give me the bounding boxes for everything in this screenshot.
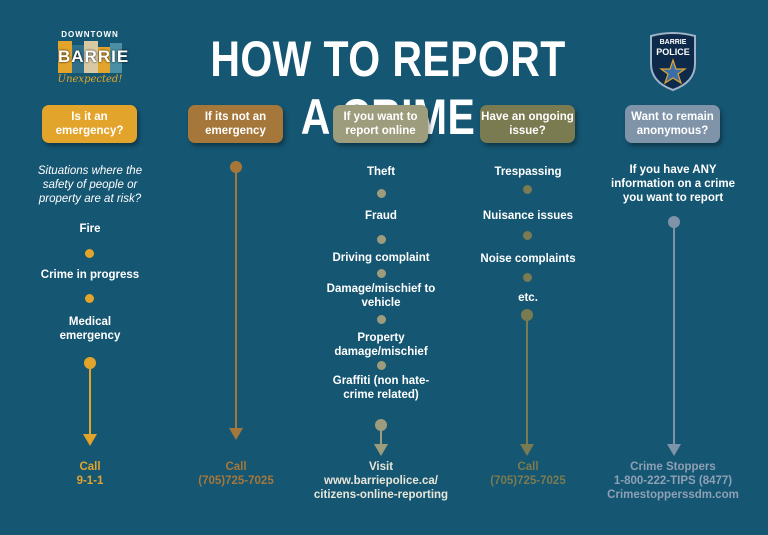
badge-word: POLICE [656, 47, 690, 57]
header-emergency: Is it an emergency? [42, 105, 137, 143]
flow-start-dot [521, 309, 533, 321]
arrow-down-icon [667, 444, 681, 456]
online-item-driving: Driving complaint [332, 252, 430, 264]
online-item-theft: Theft [366, 166, 396, 178]
flow-start-dot [84, 357, 96, 369]
list-dot [377, 189, 386, 198]
anonymous-intro: If you have ANY information on a crime y… [611, 164, 735, 204]
anonymous-footer: Crime Stoppers 1-800-222-TIPS (8477) Cri… [600, 460, 746, 502]
list-dot [523, 273, 532, 282]
list-dot [85, 294, 94, 303]
header-online: If you want to report online [333, 105, 428, 143]
flow-line [235, 172, 237, 428]
arrow-down-icon [520, 444, 534, 456]
ongoing-item-trespassing: Trespassing [494, 166, 562, 178]
logo-tagline: Unexpected! [57, 74, 123, 85]
list-dot [523, 231, 532, 240]
police-badge: BARRIE POLICE [647, 30, 699, 92]
logo-blocks: BARRIE [58, 41, 130, 73]
flow-line [673, 227, 675, 444]
list-dot [377, 235, 386, 244]
logo-top-text: DOWNTOWN [61, 30, 119, 39]
badge-top-text: BARRIE [660, 39, 687, 46]
ongoing-item-etc: etc. [518, 292, 538, 304]
flow-line [380, 430, 382, 444]
arrow-down-icon [374, 444, 388, 456]
online-item-vehicle: Damage/mischief to vehicle [326, 283, 436, 309]
header-ongoing: Have an ongoing issue? [480, 105, 575, 143]
arrow-down-icon [229, 428, 243, 440]
downtown-barrie-logo: DOWNTOWN BARRIE Unexpected! [52, 30, 130, 100]
emergency-item-crime: Crime in progress [40, 269, 140, 281]
emergency-item-medical: Medical emergency [59, 316, 121, 342]
arrow-down-icon [83, 434, 97, 446]
ongoing-footer: Call (705)725-7025 [490, 461, 566, 487]
non-emergency-footer: Call (705)725-7025 [198, 461, 274, 487]
flow-start-dot [230, 161, 242, 173]
flow-line [526, 320, 528, 444]
emergency-item-fire: Fire [79, 223, 101, 235]
list-dot [85, 249, 94, 258]
logo-word: BARRIE [58, 47, 130, 66]
header-non-emergency: If its not an emergency [188, 105, 283, 143]
flow-line [89, 368, 91, 434]
list-dot [377, 315, 386, 324]
header-anonymous: Want to remain anonymous? [625, 105, 720, 143]
list-dot [377, 269, 386, 278]
ongoing-item-noise: Noise complaints [480, 253, 576, 265]
online-footer: Visit www.barriepolice.ca/ citizens-onli… [300, 460, 462, 502]
online-item-graffiti: Graffiti (non hate-crime related) [332, 375, 430, 401]
list-dot [523, 185, 532, 194]
crimestoppers-link[interactable]: Crimestopperssdm.com [607, 489, 739, 501]
online-item-fraud: Fraud [365, 210, 397, 222]
flow-start-dot [375, 419, 387, 431]
online-item-property: Property damage/mischief [334, 332, 428, 358]
emergency-intro: Situations where the safety of people or… [37, 165, 143, 205]
flow-start-dot [668, 216, 680, 228]
online-link[interactable]: www.barriepolice.ca/ [324, 475, 438, 487]
ongoing-item-nuisance: Nuisance issues [482, 210, 574, 222]
emergency-footer: Call 9-1-1 [76, 461, 104, 487]
list-dot [377, 361, 386, 370]
